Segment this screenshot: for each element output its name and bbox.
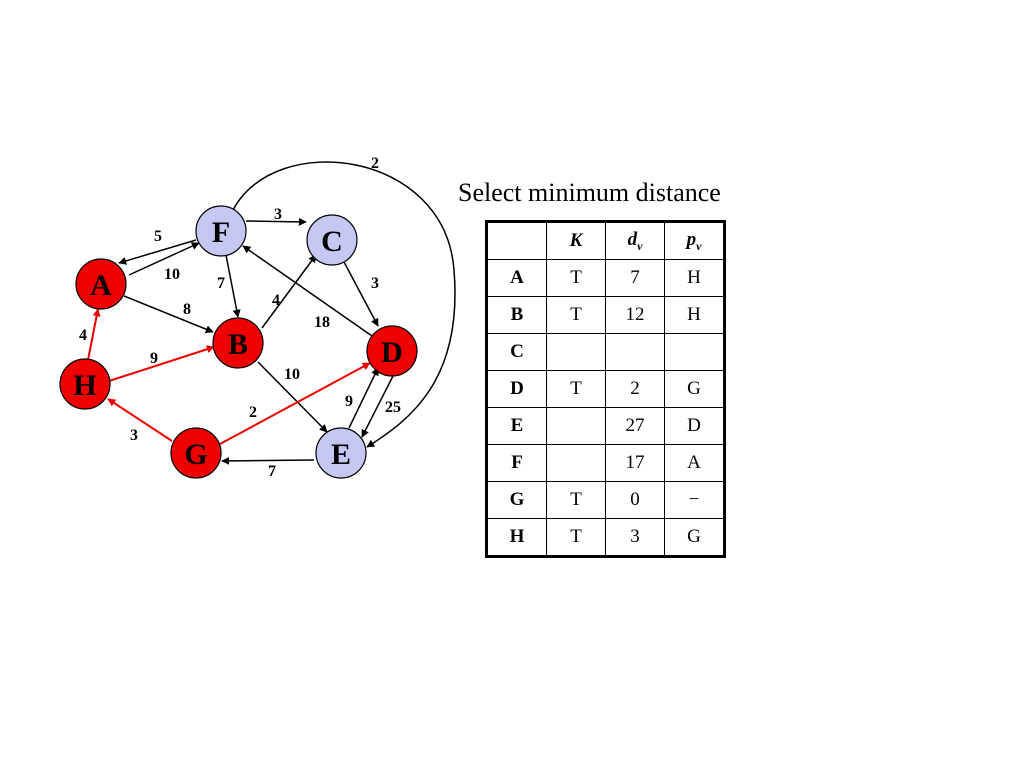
edge-F-A <box>118 239 197 265</box>
slide-title: Select minimum distance <box>458 178 721 207</box>
edge-E-G <box>221 456 315 465</box>
node-H: H <box>59 358 111 410</box>
path-cell: H <box>664 259 725 297</box>
header-known: K <box>546 221 606 260</box>
path-cell <box>664 333 725 371</box>
table-row: G T 0 − <box>486 481 725 519</box>
known-cell <box>546 407 606 445</box>
vertex-cell: G <box>486 481 547 519</box>
distance-cell: 3 <box>605 518 665 557</box>
svg-text:A: A <box>90 269 112 302</box>
edge-F-E <box>232 161 456 448</box>
node-A: A <box>75 258 127 310</box>
known-cell: T <box>546 370 606 408</box>
weight-B-C: 4 <box>272 292 280 309</box>
weight-H-B: 9 <box>150 350 158 367</box>
path-cell: − <box>664 481 725 519</box>
table-row: B T 12 H <box>486 296 725 334</box>
edge-G-H <box>107 398 173 442</box>
distance-cell: 27 <box>605 407 665 445</box>
vertex-cell: C <box>486 333 547 371</box>
weight-C-D: 3 <box>371 275 379 292</box>
edge-F-B <box>225 254 241 318</box>
known-cell: T <box>546 518 606 557</box>
vertex-cell: H <box>486 518 547 557</box>
table-row: A T 7 H <box>486 259 725 297</box>
weight-G-H: 3 <box>130 427 138 444</box>
weight-D-E: 25 <box>385 399 401 416</box>
node-F: F <box>195 205 247 257</box>
weight-E-D: 9 <box>345 393 353 410</box>
svg-text:F: F <box>212 216 230 249</box>
table-row: C <box>486 333 725 371</box>
node-E: E <box>315 427 367 479</box>
known-cell: T <box>546 481 606 519</box>
svg-text:D: D <box>381 336 403 369</box>
weight-F-C: 3 <box>274 206 282 223</box>
path-cell: A <box>664 444 725 482</box>
edge-B-C <box>261 254 317 329</box>
distance-cell: 0 <box>605 481 665 519</box>
node-G: G <box>170 427 222 479</box>
weight-A-B: 8 <box>183 301 191 318</box>
path-cell: D <box>664 407 725 445</box>
svg-text:B: B <box>228 328 248 361</box>
header-distance: dv <box>605 221 665 260</box>
edge-D-E <box>361 375 394 438</box>
vertex-cell: D <box>486 370 547 408</box>
weight-H-A: 4 <box>79 327 87 344</box>
distance-cell: 2 <box>605 370 665 408</box>
vertex-cell: A <box>486 259 547 297</box>
known-cell: T <box>546 296 606 334</box>
weight-B-E: 10 <box>284 366 300 383</box>
weight-F-E: 2 <box>371 155 379 172</box>
distance-cell: 17 <box>605 444 665 482</box>
distance-cell <box>605 333 665 371</box>
edge-D-F <box>242 245 373 337</box>
svg-text:E: E <box>331 438 351 471</box>
weight-G-D: 2 <box>249 404 257 421</box>
known-cell <box>546 444 606 482</box>
edge-C-D <box>343 261 379 327</box>
known-cell: T <box>546 259 606 297</box>
weight-E-G: 7 <box>268 463 276 480</box>
edge-H-A <box>87 308 101 361</box>
weight-A-F: 10 <box>164 266 180 283</box>
svg-text:C: C <box>321 225 343 258</box>
edge-F-C <box>245 217 307 226</box>
distance-table: K dv pv A T 7 H B T 12 H C D T 2 G <box>485 220 726 558</box>
svg-text:G: G <box>184 438 207 471</box>
header-vertex <box>486 221 547 260</box>
weight-D-F: 18 <box>314 314 330 331</box>
weight-F-B: 7 <box>217 275 225 292</box>
vertex-cell: B <box>486 296 547 334</box>
node-B: B <box>212 317 264 369</box>
table-row: E 27 D <box>486 407 725 445</box>
vertex-cell: F <box>486 444 547 482</box>
path-cell: G <box>664 518 725 557</box>
edge-A-B <box>123 295 214 334</box>
path-cell: H <box>664 296 725 334</box>
edge-A-F <box>128 242 200 276</box>
svg-text:H: H <box>73 369 96 402</box>
edge-G-D <box>219 362 371 445</box>
edge-H-B <box>108 345 215 382</box>
header-path: pv <box>664 221 725 260</box>
distance-cell: 7 <box>605 259 665 297</box>
table-row: D T 2 G <box>486 370 725 408</box>
table-row: F 17 A <box>486 444 725 482</box>
table-header-row: K dv pv <box>486 221 725 260</box>
path-cell: G <box>664 370 725 408</box>
node-D: D <box>366 325 418 377</box>
vertex-cell: E <box>486 407 547 445</box>
edge-E-D <box>348 367 379 429</box>
node-C: C <box>306 214 358 266</box>
weight-F-A: 5 <box>154 228 162 245</box>
table-row: H T 3 G <box>486 518 725 557</box>
distance-cell: 12 <box>605 296 665 334</box>
known-cell <box>546 333 606 371</box>
edge-B-E <box>257 361 328 433</box>
